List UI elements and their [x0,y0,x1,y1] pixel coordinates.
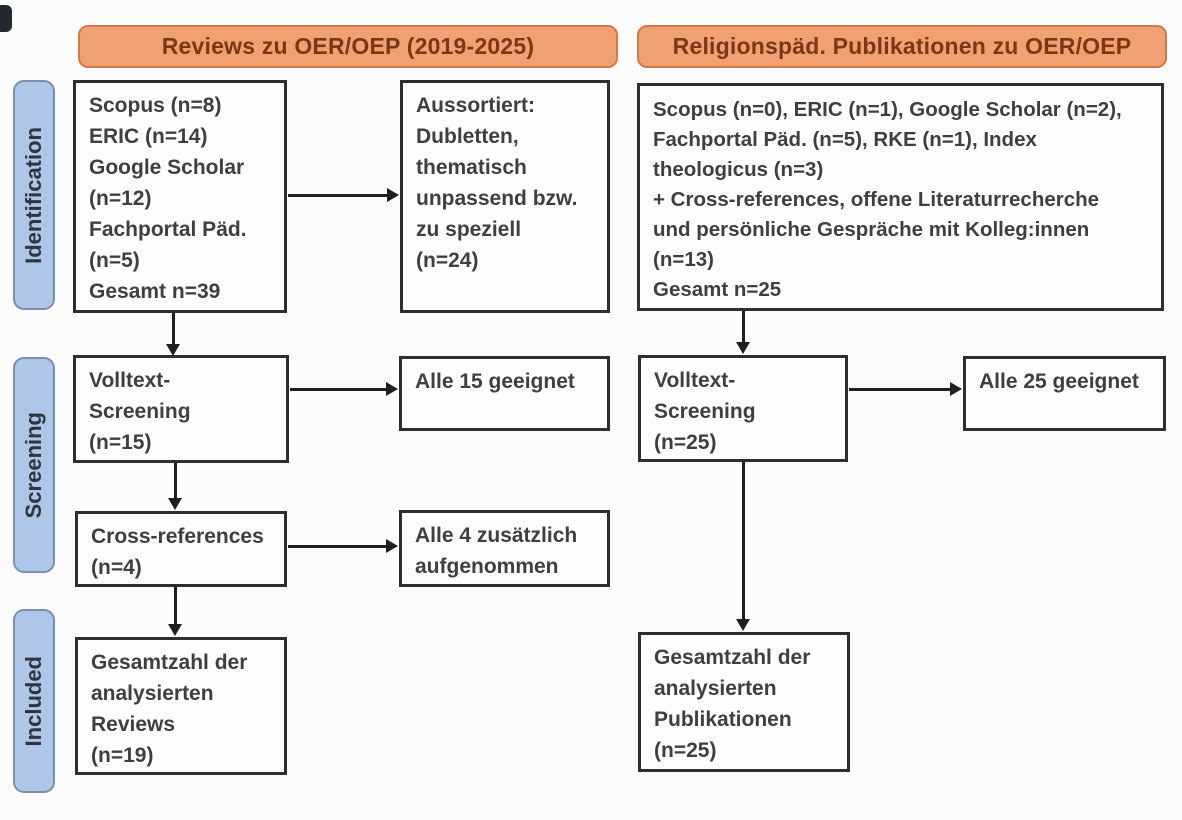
box-left-crossref-result: Alle 4 zusätzlich aufgenommen [399,510,610,587]
box-right-fulltext-screening: Volltext- Screening (n=25) [638,355,848,462]
arrow-right-screening-to-included [736,462,750,631]
stage-label-identification: Identification [21,126,46,264]
arrow-left-identification-to-excluded [288,188,399,202]
stage-pill-included: Included [13,609,55,793]
arrow-left-screening-to-crossref [168,463,182,510]
box-left-excluded: Aussortiert: Dubletten, thematisch unpas… [400,80,610,313]
box-left-identification-sources: Scopus (n=8) ERIC (n=14) Google Scholar … [73,80,287,313]
column-header-religionspaed: Religionspäd. Publikationen zu OER/OEP [637,25,1167,68]
arrow-left-identification-to-screening [166,313,180,356]
arrow-right-screening-to-result [849,382,962,396]
arrow-right-identification-to-screening [736,311,750,354]
box-right-screening-result: Alle 25 geeignet [963,356,1166,431]
stage-pill-screening: Screening [13,357,55,573]
stage-label-included: Included [21,655,46,747]
box-left-screening-result: Alle 15 geeignet [399,356,610,431]
box-right-included-total: Gesamtzahl der analysierten Publikatione… [638,632,850,772]
box-left-crossreferences: Cross-references (n=4) [75,511,287,587]
box-right-identification-sources: Scopus (n=0), ERIC (n=1), Google Scholar… [637,83,1164,311]
box-left-included-total: Gesamtzahl der analysierten Reviews (n=1… [75,637,287,775]
arrow-left-crossref-to-included [168,587,182,636]
box-left-fulltext-screening: Volltext- Screening (n=15) [73,355,289,463]
arrow-left-crossref-to-result [288,539,398,553]
stage-label-screening: Screening [21,411,46,519]
cropped-corner-tab [0,5,12,32]
arrow-left-screening-to-result [290,382,398,396]
column-header-reviews: Reviews zu OER/OEP (2019-2025) [78,25,618,68]
stage-pill-identification: Identification [13,80,55,310]
